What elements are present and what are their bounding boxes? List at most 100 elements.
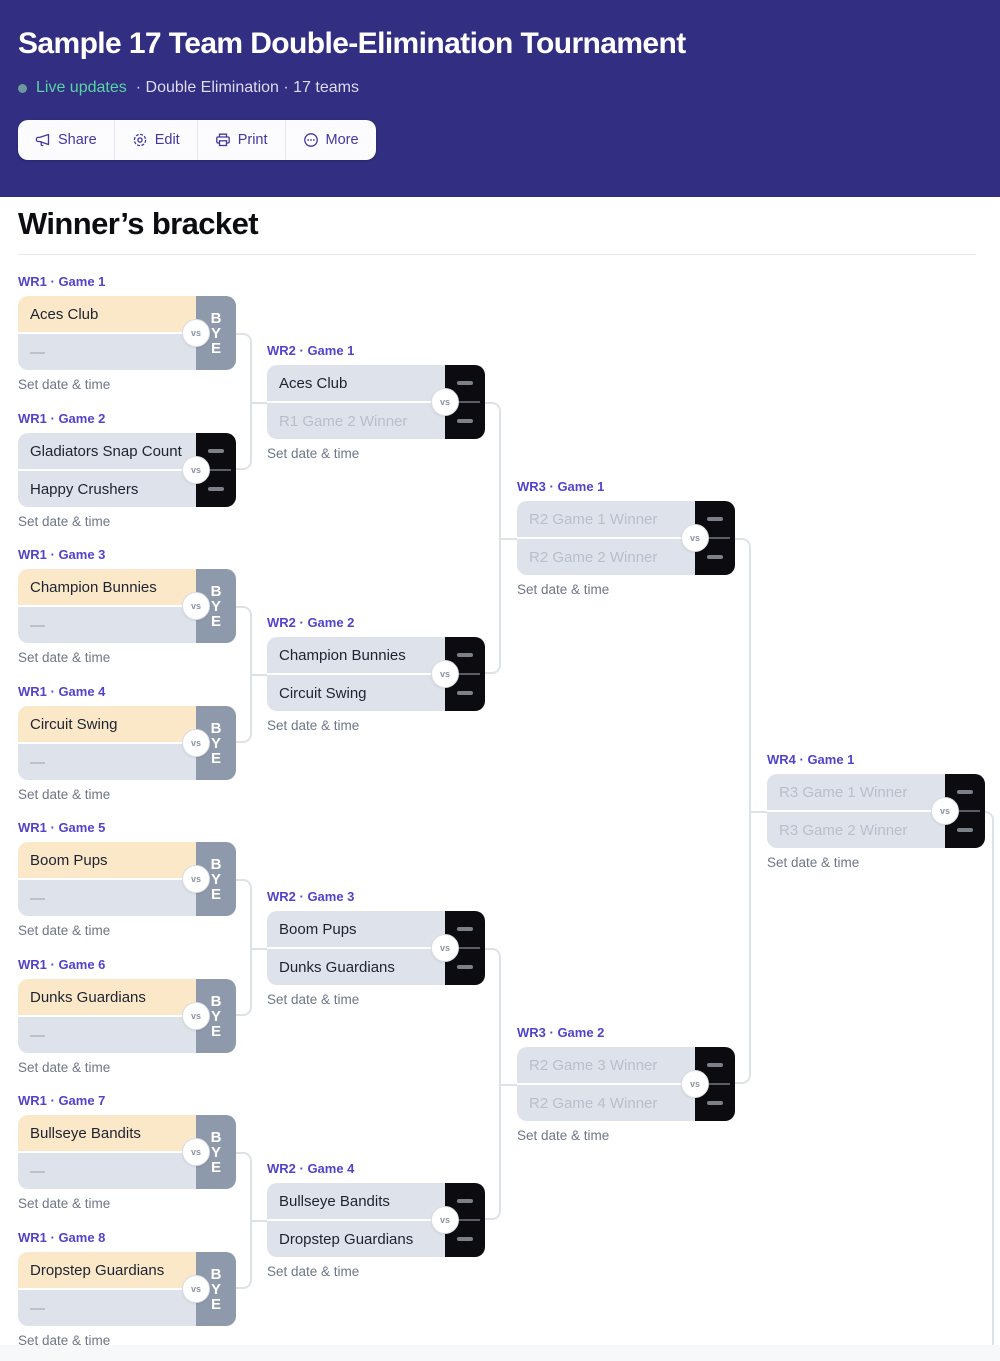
- score-dash-bottom: [457, 419, 473, 423]
- match-card[interactable]: Bullseye Bandits Dropstep Guardians vs: [267, 1183, 485, 1257]
- match-card[interactable]: Boom Pups Dunks Guardians vs: [267, 911, 485, 985]
- connector: [236, 402, 252, 470]
- score-dash-top: [707, 1063, 723, 1067]
- connector-to-next-section: [985, 811, 994, 1345]
- match-label: WR3 · Game 1: [517, 479, 605, 494]
- connector: [236, 879, 252, 948]
- match-wr3-game2: WR3 · Game 2 R2 Game 3 Winner R2 Game 4 …: [517, 1025, 735, 1143]
- match-card[interactable]: R3 Game 1 Winner R3 Game 2 Winner vs: [767, 774, 985, 848]
- team-name: Dropstep Guardians: [30, 1261, 165, 1279]
- match-wr1-game2: WR1 · Game 2 Gladiators Snap Count Happy…: [18, 411, 236, 529]
- vs-badge: vs: [431, 660, 459, 688]
- live-status-dot: [18, 83, 27, 93]
- share-button-label: Share: [58, 132, 97, 148]
- vs-badge: vs: [931, 797, 959, 825]
- match-label: WR2 · Game 4: [267, 1161, 355, 1176]
- winners-bracket-heading: Winner’s bracket: [18, 206, 259, 241]
- set-date-link[interactable]: Set date & time: [18, 923, 111, 938]
- match-card[interactable]: Bullseye Bandits — BYE vs: [18, 1115, 236, 1189]
- connector: [252, 948, 267, 950]
- match-label: WR1 · Game 7: [18, 1093, 106, 1108]
- team-name: Circuit Swing: [279, 684, 367, 702]
- match-card[interactable]: R2 Game 1 Winner R2 Game 2 Winner vs: [517, 501, 735, 575]
- connector: [485, 1084, 501, 1220]
- score-divider: [695, 1083, 730, 1085]
- match-label: WR3 · Game 2: [517, 1025, 605, 1040]
- team-placeholder: R2 Game 1 Winner: [529, 510, 658, 528]
- match-card[interactable]: Dunks Guardians — BYE vs: [18, 979, 236, 1053]
- set-date-link[interactable]: Set date & time: [18, 514, 111, 529]
- match-card[interactable]: Champion Bunnies — BYE vs: [18, 569, 236, 643]
- vs-badge: vs: [182, 1138, 210, 1166]
- connector: [236, 1220, 252, 1289]
- score-block: [196, 433, 236, 507]
- set-date-link[interactable]: Set date & time: [18, 1196, 111, 1211]
- match-wr1-game5: WR1 · Game 5 Boom Pups — BYE vs Set date…: [18, 820, 236, 938]
- team-name: Champion Bunnies: [279, 646, 406, 664]
- more-button[interactable]: More: [286, 120, 376, 160]
- team-name: Bullseye Bandits: [279, 1192, 390, 1210]
- team-name: Bullseye Bandits: [30, 1124, 141, 1142]
- score-dash-bottom: [707, 1101, 723, 1105]
- match-wr2-game1: WR2 · Game 1 Aces Club R1 Game 2 Winner …: [267, 343, 485, 461]
- match-wr1-game4: WR1 · Game 4 Circuit Swing — BYE vs Set …: [18, 684, 236, 802]
- match-card[interactable]: Circuit Swing — BYE vs: [18, 706, 236, 780]
- match-label: WR2 · Game 2: [267, 615, 355, 630]
- empty-slot: —: [30, 889, 45, 907]
- set-date-link[interactable]: Set date & time: [267, 1264, 360, 1279]
- print-button[interactable]: Print: [198, 120, 286, 160]
- vs-badge: vs: [182, 592, 210, 620]
- set-date-link[interactable]: Set date & time: [18, 787, 111, 802]
- vs-badge: vs: [431, 388, 459, 416]
- score-dash-top: [957, 790, 973, 794]
- match-card[interactable]: R2 Game 3 Winner R2 Game 4 Winner vs: [517, 1047, 735, 1121]
- set-date-link[interactable]: Set date & time: [267, 446, 360, 461]
- score-dash-top: [457, 653, 473, 657]
- match-wr1-game8: WR1 · Game 8 Dropstep Guardians — BYE vs…: [18, 1230, 236, 1348]
- match-label: WR4 · Game 1: [767, 752, 855, 767]
- set-date-link[interactable]: Set date & time: [18, 1060, 111, 1075]
- match-wr1-game6: WR1 · Game 6 Dunks Guardians — BYE vs Se…: [18, 957, 236, 1075]
- section-divider: [18, 254, 976, 255]
- page-title: Sample 17 Team Double-Elimination Tourna…: [18, 27, 686, 60]
- match-label: WR1 · Game 8: [18, 1230, 106, 1245]
- connector: [751, 811, 767, 813]
- bye-block: BYE: [196, 842, 236, 916]
- set-date-link[interactable]: Set date & time: [18, 650, 111, 665]
- set-date-link[interactable]: Set date & time: [517, 582, 610, 597]
- match-label: WR1 · Game 6: [18, 957, 106, 972]
- tournament-meta: Live updates · Double Elimination · 17 t…: [18, 79, 359, 97]
- empty-slot: —: [30, 753, 45, 771]
- match-card[interactable]: Gladiators Snap Count Happy Crushers vs: [18, 433, 236, 507]
- team-name: Boom Pups: [30, 851, 108, 869]
- match-card[interactable]: Dropstep Guardians — BYE vs: [18, 1252, 236, 1326]
- vs-badge: vs: [182, 1275, 210, 1303]
- connector: [236, 1152, 252, 1220]
- set-date-link[interactable]: Set date & time: [18, 1333, 111, 1348]
- edit-button[interactable]: Edit: [115, 120, 198, 160]
- match-wr1-game3: WR1 · Game 3 Champion Bunnies — BYE vs S…: [18, 547, 236, 665]
- score-dash-bottom: [457, 965, 473, 969]
- connector: [485, 538, 501, 674]
- set-date-link[interactable]: Set date & time: [267, 992, 360, 1007]
- set-date-link[interactable]: Set date & time: [18, 377, 111, 392]
- gear-icon: [132, 132, 148, 148]
- set-date-link[interactable]: Set date & time: [267, 718, 360, 733]
- match-card[interactable]: Boom Pups — BYE vs: [18, 842, 236, 916]
- match-card[interactable]: Champion Bunnies Circuit Swing vs: [267, 637, 485, 711]
- match-card[interactable]: Aces Club R1 Game 2 Winner vs: [267, 365, 485, 439]
- connector: [236, 674, 252, 743]
- vs-badge: vs: [182, 865, 210, 893]
- vs-badge: vs: [431, 1206, 459, 1234]
- more-options-icon: [303, 132, 319, 148]
- team-placeholder: R2 Game 4 Winner: [529, 1094, 658, 1112]
- match-card[interactable]: Aces Club — BYE vs: [18, 296, 236, 370]
- connector: [735, 811, 751, 1084]
- connector: [485, 948, 501, 1084]
- vs-badge: vs: [182, 456, 210, 484]
- share-button[interactable]: Share: [18, 120, 115, 160]
- set-date-link[interactable]: Set date & time: [517, 1128, 610, 1143]
- set-date-link[interactable]: Set date & time: [767, 855, 860, 870]
- score-divider: [445, 673, 480, 675]
- score-dash-top: [707, 517, 723, 521]
